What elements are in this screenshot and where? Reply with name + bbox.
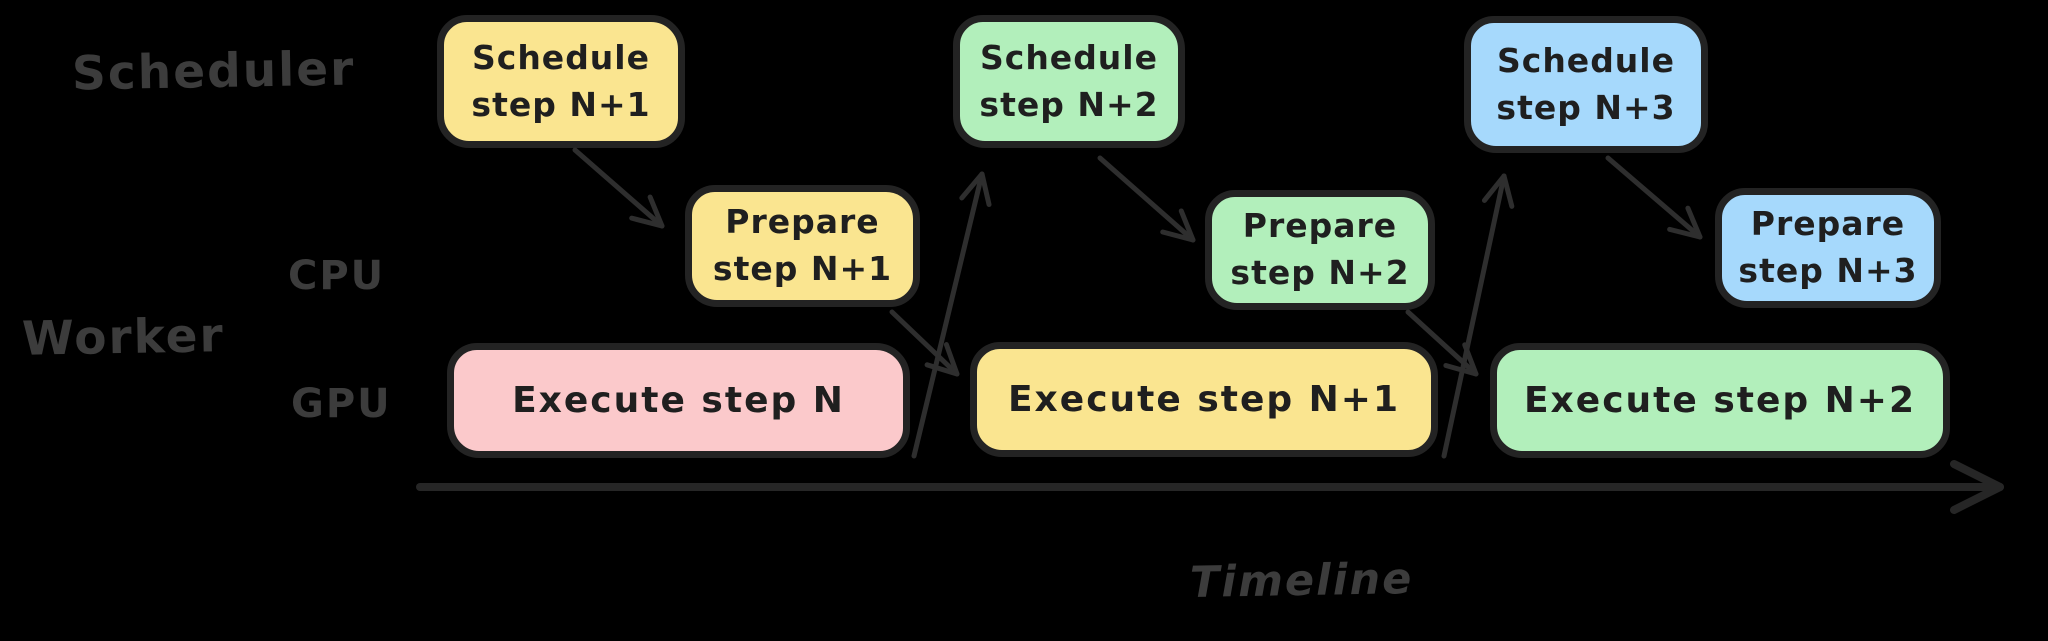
box-label-line2: step N+3 <box>1738 251 1918 290</box>
box-label: Execute step N+1 <box>1007 378 1401 420</box>
box-label-line1: Schedule <box>1496 40 1675 80</box>
box-label-line1: Prepare <box>1242 206 1398 246</box>
schedule-step-n2-box[interactable]: Schedule step N+2 <box>953 15 1185 148</box>
schedule-step-n3-box[interactable]: Schedule step N+3 <box>1464 16 1708 153</box>
scheduler-lane-label: Scheduler <box>71 41 356 102</box>
schedule-step-n1-box[interactable]: Schedule step N+1 <box>437 15 685 148</box>
prepare-step-n3-box[interactable]: Prepare step N+3 <box>1715 188 1941 308</box>
box-label-line1: Prepare <box>1750 204 1906 244</box>
box-label-line1: Prepare <box>725 202 880 242</box>
box-label-line2: step N+1 <box>471 84 651 124</box>
execute-step-n1-box[interactable]: Execute step N+1 <box>970 342 1438 457</box>
box-label-line2: step N+3 <box>1496 87 1676 127</box>
execute-step-n2-box[interactable]: Execute step N+2 <box>1490 343 1950 458</box>
box-label-line1: Schedule <box>979 37 1158 77</box>
timeline-label: Timeline <box>1189 554 1414 608</box>
prepare-step-n1-box[interactable]: Prepare step N+1 <box>685 185 920 307</box>
cpu-lane-label: CPU <box>288 253 386 299</box>
box-label-line2: step N+1 <box>712 249 893 288</box>
arrow-schedule-n1-to-prepare-n1 <box>572 147 665 229</box>
worker-lane-label: Worker <box>21 308 226 367</box>
box-label-line2: step N+2 <box>979 84 1159 124</box>
box-label-line1: Schedule <box>471 37 650 77</box>
arrow-schedule-n2-to-prepare-n2 <box>1097 155 1196 243</box>
box-label-line2: step N+2 <box>1230 253 1410 292</box>
execute-step-n-box[interactable]: Execute step N <box>447 343 910 458</box>
gpu-lane-label: GPU <box>291 381 392 427</box>
box-label: Execute step N+2 <box>1523 379 1917 421</box>
arrow-schedule-n3-to-prepare-n3 <box>1605 155 1703 240</box>
prepare-step-n2-box[interactable]: Prepare step N+2 <box>1205 190 1435 310</box>
box-label: Execute step N <box>512 379 845 421</box>
